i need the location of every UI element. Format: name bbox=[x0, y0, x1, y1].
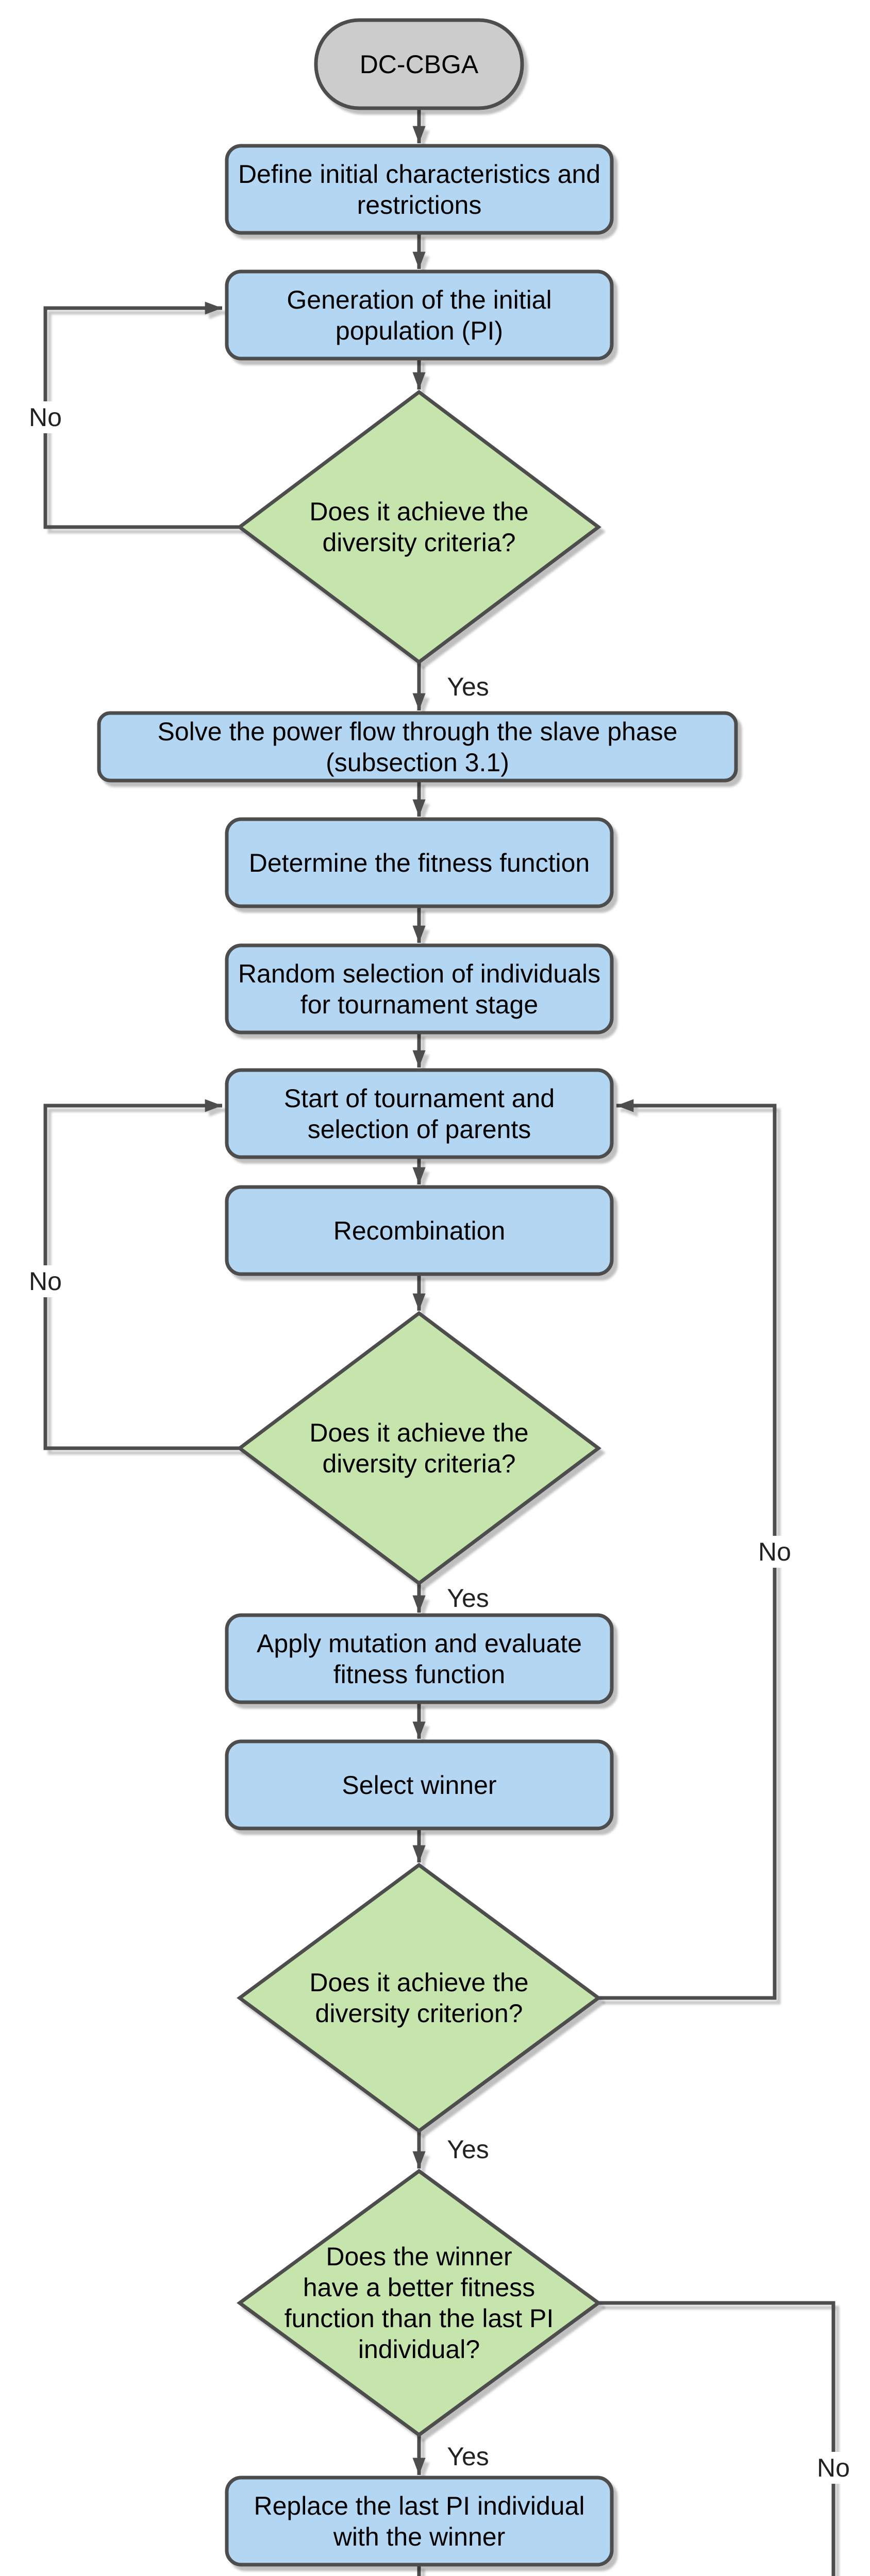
process-random-selection-shape bbox=[225, 943, 614, 1035]
process-generate-population-shape bbox=[225, 269, 614, 361]
edge-diversity1-no-loop bbox=[43, 301, 240, 529]
edge-label-yes-2: Yes bbox=[447, 1584, 489, 1613]
decision-diversity-check-1-shape bbox=[237, 389, 601, 665]
process-select-winner-shape bbox=[225, 1739, 614, 1831]
process-replace-individual-shape bbox=[225, 2476, 614, 2567]
edge-diversity2-no-loop bbox=[43, 1099, 240, 1450]
edge-diversity3-no-loop bbox=[598, 1099, 777, 2000]
process-solve-power-flow-shape bbox=[97, 711, 738, 783]
edge-label-yes-4: Yes bbox=[447, 2442, 489, 2471]
process-apply-mutation-shape bbox=[225, 1613, 614, 1704]
process-determine-fitness-shape bbox=[225, 817, 614, 908]
edge-label-no-3: No bbox=[753, 1536, 796, 1568]
process-define-initial-shape bbox=[225, 144, 614, 235]
decision-diversity-check-3-shape bbox=[237, 1862, 601, 2133]
terminator-start-shape bbox=[314, 18, 524, 110]
node-layer bbox=[97, 18, 738, 2567]
decision-diversity-check-2-shape bbox=[237, 1311, 601, 1586]
edge-label-no-1: No bbox=[24, 401, 67, 433]
edge-winnercheck-no-to-repeat bbox=[598, 2301, 835, 2576]
process-recombination-shape bbox=[225, 1185, 614, 1276]
process-start-tournament-shape bbox=[225, 1068, 614, 1159]
decision-winner-better-check-shape bbox=[237, 2168, 601, 2437]
edge-label-no-2: No bbox=[24, 1265, 67, 1297]
edge-label-yes-3: Yes bbox=[447, 2135, 489, 2164]
edge-label-no-4: No bbox=[812, 2452, 855, 2484]
edge-label-yes-1: Yes bbox=[447, 672, 489, 701]
